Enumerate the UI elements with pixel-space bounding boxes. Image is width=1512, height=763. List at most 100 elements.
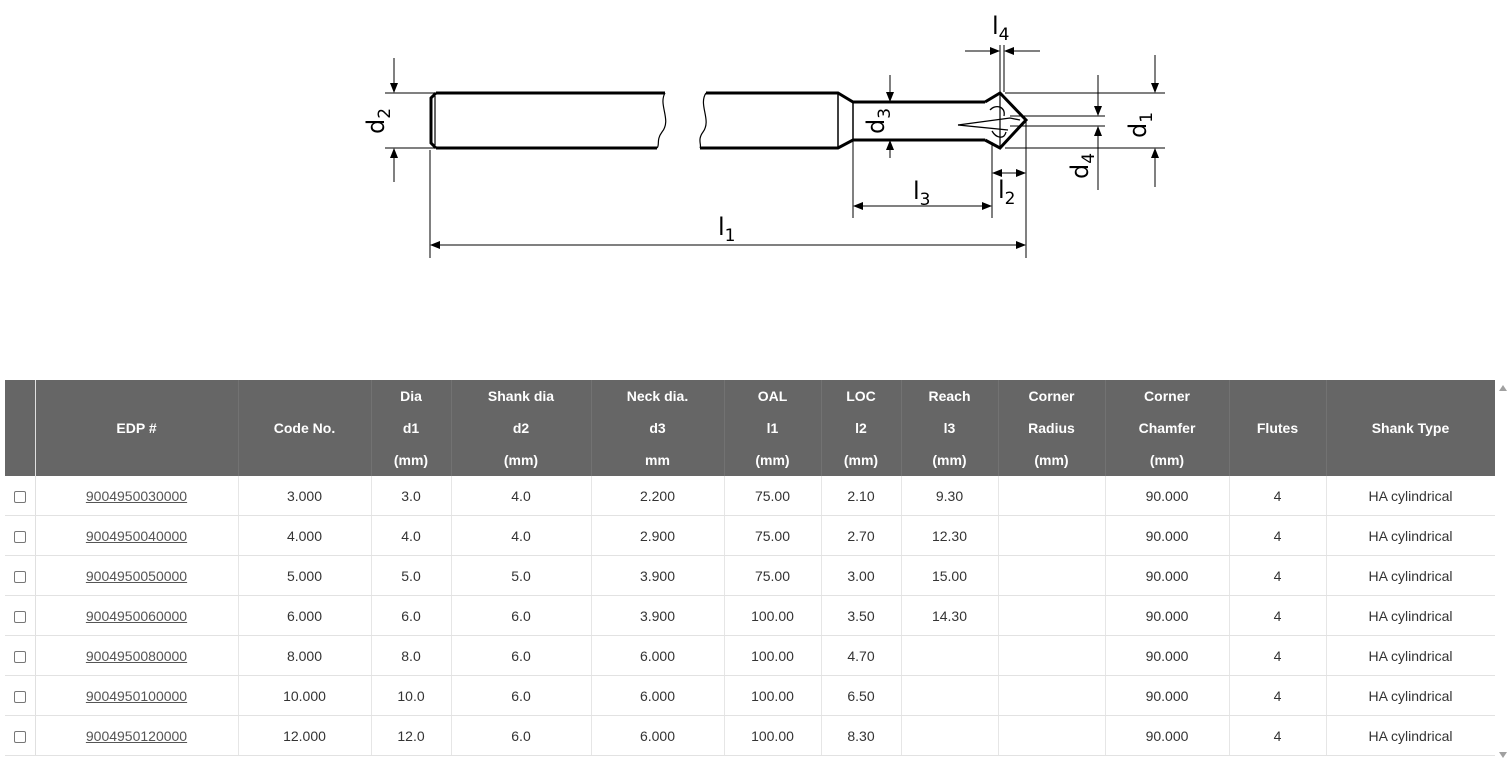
oal-cell: 100.00 [724,715,822,756]
flutes-cell: 4 [1229,476,1327,516]
label-d2: d2 [362,108,395,134]
dia-cell: 3.0 [371,476,452,516]
header-label-line: Chamfer [1138,420,1196,436]
row-select-cell [5,595,36,636]
shank-type-cell: HA cylindrical [1326,675,1495,716]
row-select-checkbox[interactable] [13,690,26,703]
neck-dia-cell: 3.900 [591,595,725,636]
header-label-line: Flutes [1256,420,1299,436]
shank-type-column-header[interactable]: Shank Type [1326,380,1495,476]
flutes-cell: 4 [1229,675,1327,716]
header-label-line: d1 [402,420,420,436]
flutes-cell: 4 [1229,555,1327,596]
edp-link[interactable]: 9004950080000 [85,647,188,664]
edp-link[interactable]: 9004950120000 [85,727,188,744]
label-l2: l2 [998,176,1016,209]
code-no-cell: 4.000 [238,515,372,556]
shank-type-cell: HA cylindrical [1326,715,1495,756]
loc-cell: 8.30 [821,715,902,756]
edp-column-header[interactable]: EDP # [35,380,239,476]
corner-radius-cell [998,476,1106,516]
row-select-checkbox[interactable] [13,530,26,543]
row-select-checkbox[interactable] [13,490,26,503]
edp-link[interactable]: 9004950040000 [85,527,188,544]
tool-outline [429,91,1029,150]
header-label-line: Shank dia [487,388,555,404]
header-label-line: Code No. [273,420,336,436]
oal-cell: 100.00 [724,635,822,676]
header-label-line: Corner [1144,388,1190,404]
row-select-cell [5,476,36,516]
neck-dia-cell: 6.000 [591,675,725,716]
corner-chamfer-cell: 90.000 [1105,476,1230,516]
scroll-down-icon[interactable] [1499,752,1507,758]
code-no-cell: 10.000 [238,675,372,716]
scroll-up-icon[interactable] [1499,385,1507,391]
reach-cell [901,635,999,676]
edp-link[interactable]: 9004950030000 [85,487,188,504]
edp-link[interactable]: 9004950050000 [85,567,188,584]
oal-cell: 100.00 [724,675,822,716]
shank-type-cell: HA cylindrical [1326,515,1495,556]
code-no-cell: 3.000 [238,476,372,516]
code-no-column-header[interactable]: Code No. [238,380,372,476]
row-select-checkbox[interactable] [13,610,26,623]
header-label-line: d2 [512,420,530,436]
shank-dia-cell: 6.0 [451,635,592,676]
loc-cell: 6.50 [821,675,902,716]
corner-chamfer-cell: 90.000 [1105,515,1230,556]
header-label-line: EDP # [116,420,157,436]
row-select-checkbox[interactable] [13,730,26,743]
shank-type-cell: HA cylindrical [1326,595,1495,636]
corner-radius-cell [998,595,1106,636]
header-label-line: LOC [846,388,876,404]
flutes-cell: 4 [1229,635,1327,676]
reach-cell [901,715,999,756]
dia-cell: 6.0 [371,595,452,636]
flutes-cell: 4 [1229,595,1327,636]
header-label-line: l2 [855,420,867,436]
header-label-line: Neck dia. [626,388,689,404]
oal-cell: 75.00 [724,476,822,516]
dia-cell: 4.0 [371,515,452,556]
header-label-line: OAL [757,388,788,404]
reach-cell: 12.30 [901,515,999,556]
oal-cell: 75.00 [724,515,822,556]
code-no-cell: 5.000 [238,555,372,596]
oal-cell: 100.00 [724,595,822,636]
header-label-line: Reach [928,388,971,404]
shank-dia-cell: 6.0 [451,595,592,636]
row-select-checkbox[interactable] [13,570,26,583]
edp-link[interactable]: 9004950100000 [85,687,188,704]
vertical-scrollbar[interactable] [1496,380,1512,763]
header-label-line: Shank Type [1371,420,1450,436]
edp-link[interactable]: 9004950060000 [85,607,188,624]
neck-dia-cell: 2.900 [591,515,725,556]
loc-cell: 3.50 [821,595,902,636]
flutes-column-header[interactable]: Flutes [1229,380,1327,476]
row-select-cell [5,515,36,556]
label-d4: d4 [1066,153,1099,179]
edp-cell: 9004950100000 [35,675,239,716]
reach-cell: 15.00 [901,555,999,596]
loc-cell: 3.00 [821,555,902,596]
row-select-checkbox[interactable] [13,650,26,663]
corner-radius-cell [998,515,1106,556]
edp-cell: 9004950060000 [35,595,239,636]
